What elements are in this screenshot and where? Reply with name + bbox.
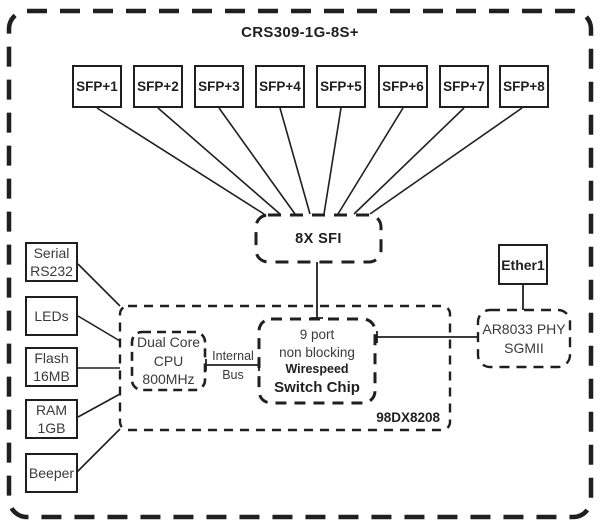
ether1-port: Ether1 xyxy=(498,244,548,285)
sfi-outline xyxy=(254,213,383,264)
peripheral-leds: LEDs xyxy=(25,296,78,336)
peripheral-flash: Flash 16MB xyxy=(25,347,78,387)
cpu-block: Dual Core CPU 800MHz xyxy=(136,333,201,388)
sfp-port-6: SFP+6 xyxy=(378,65,428,108)
sfp-port-8: SFP+8 xyxy=(499,65,549,108)
internal-bus-label-bottom: Bus xyxy=(222,368,244,382)
connector-sfp8-sfi xyxy=(369,107,523,215)
connector-sfp7-sfi xyxy=(353,107,465,215)
chassis-outline xyxy=(6,8,594,520)
connector-ram-soc xyxy=(77,393,121,418)
switch-chip-name: Switch Chip xyxy=(274,379,360,396)
connector-sfp4-sfi xyxy=(279,107,311,215)
connector-sfp5-sfi xyxy=(323,107,342,215)
sfp-port-3: SFP+3 xyxy=(194,65,244,108)
peripheral-serial: Serial RS232 xyxy=(25,242,78,282)
connector-sfp3-sfi xyxy=(218,107,296,215)
connector-sfp1-sfi xyxy=(96,107,265,215)
sfp-port-7: SFP+7 xyxy=(439,65,489,108)
sfi-block: 8X SFI xyxy=(295,230,342,247)
sfp-port-1: SFP+1 xyxy=(72,65,122,108)
connector-sfp2-sfi xyxy=(157,107,281,215)
connector-leds-soc xyxy=(77,315,121,342)
internal-bus-label-top: Internal xyxy=(212,349,254,363)
connector-sfp6-sfi xyxy=(337,107,404,215)
connector-beeper-soc xyxy=(76,428,121,473)
connector-serial-soc xyxy=(77,263,121,307)
sfp-port-2: SFP+2 xyxy=(133,65,183,108)
switch-chip-ports: 9 port xyxy=(299,327,335,342)
sfp-port-5: SFP+5 xyxy=(316,65,366,108)
switch-chip-block: 9 port non blocking Wirespeed Switch Chi… xyxy=(259,319,375,403)
switch-chip-wirespeed: Wirespeed xyxy=(285,362,349,377)
switch-chip-blocking: non blocking xyxy=(279,344,355,360)
peripheral-ram: RAM 1GB xyxy=(25,399,78,439)
phy-block: AR8033 PHY SGMII xyxy=(482,320,566,356)
sfp-port-4: SFP+4 xyxy=(255,65,305,108)
device-title: CRS309-1G-8S+ xyxy=(241,24,359,41)
peripheral-beeper: Beeper xyxy=(25,453,78,493)
phy-outline xyxy=(476,308,572,369)
switch-chip-model: 98DX8208 xyxy=(376,410,440,425)
